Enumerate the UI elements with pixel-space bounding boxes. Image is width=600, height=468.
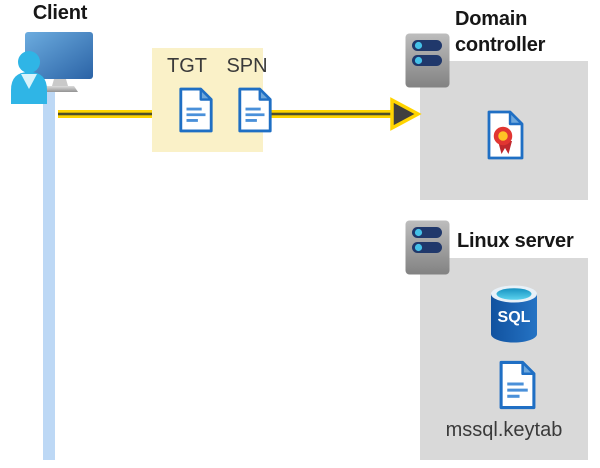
client-connection-line	[43, 92, 55, 460]
tgt-label: TGT	[167, 55, 207, 77]
client-title: Client	[32, 2, 88, 24]
tgt-document-icon	[179, 87, 213, 133]
domain-controller-server-icon	[405, 33, 450, 88]
client-icon	[11, 32, 93, 104]
keytab-document-icon	[499, 360, 536, 410]
ticket-highlight-box: TGT SPN	[152, 48, 272, 152]
sql-database-icon: SQL	[491, 285, 537, 343]
spn-document-icon	[238, 87, 272, 133]
certificate-icon	[487, 110, 524, 160]
domain-controller-title: Domain controller	[455, 8, 546, 56]
linux-server-title: Linux server	[457, 230, 574, 252]
keytab-label: mssql.keytab	[445, 419, 563, 441]
spn-label: SPN	[226, 55, 268, 77]
sql-label: SQL	[498, 309, 531, 326]
linux-server-icon	[405, 220, 450, 275]
